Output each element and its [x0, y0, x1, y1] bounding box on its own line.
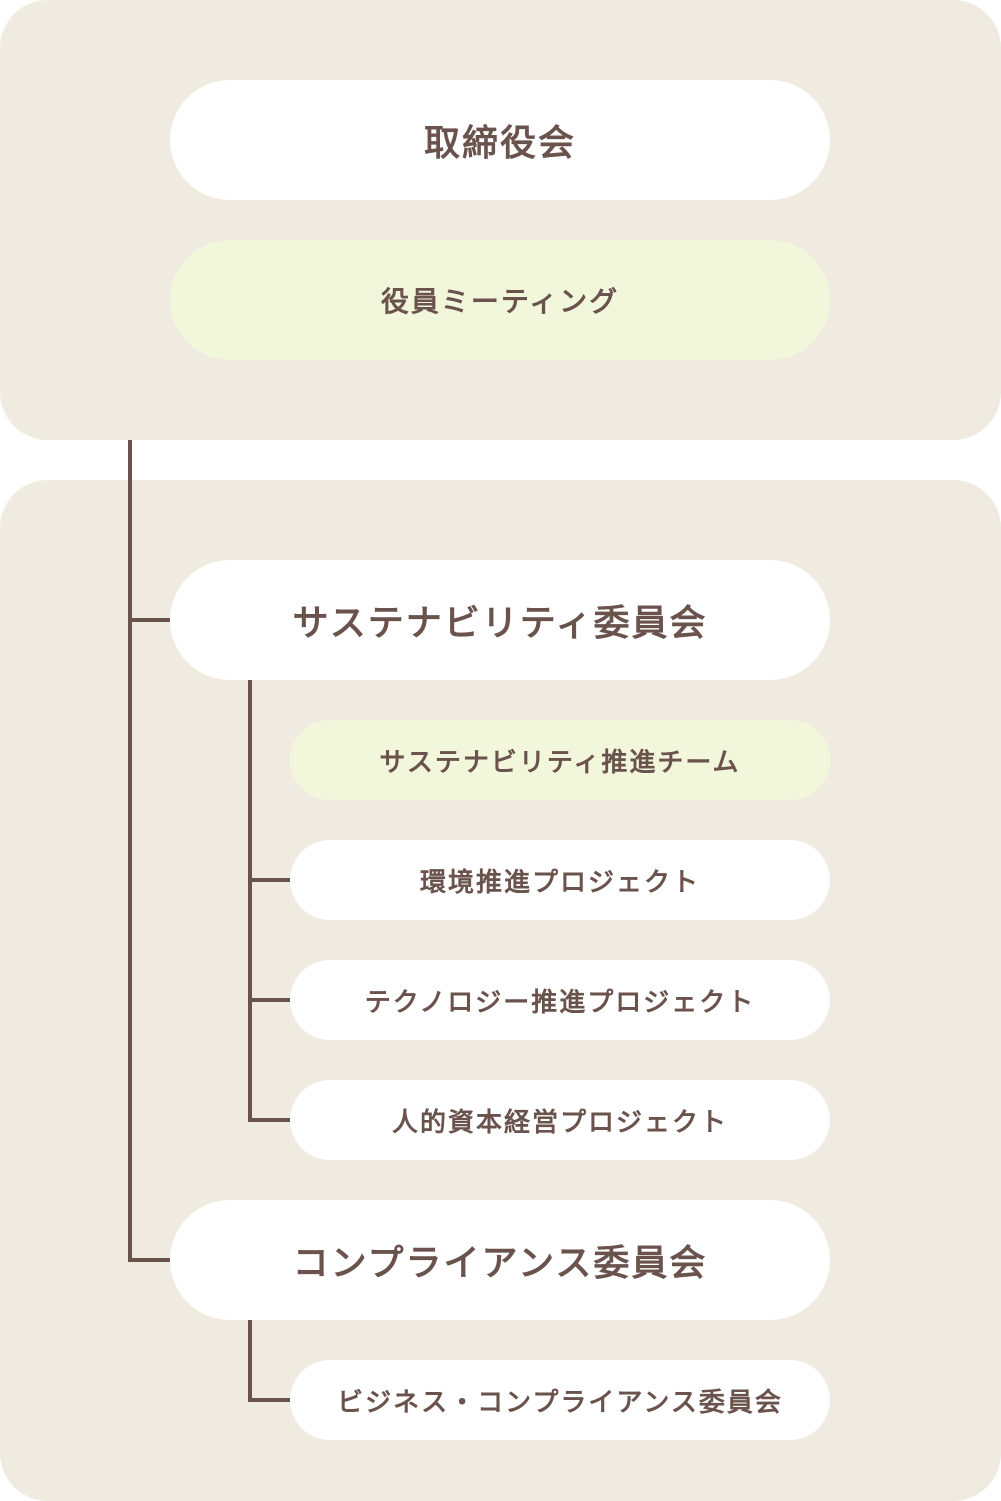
- sustainability-committee-node: サステナビリティ委員会: [170, 560, 830, 680]
- board-of-directors-node: 取締役会: [170, 80, 830, 200]
- compliance-committee-node: コンプライアンス委員会: [170, 1200, 830, 1320]
- business-compliance-committee-node: ビジネス・コンプライアンス委員会: [290, 1360, 830, 1440]
- human-capital-project-node: 人的資本経営プロジェクト: [290, 1080, 830, 1160]
- technology-project-node: テクノロジー推進プロジェクト: [290, 960, 830, 1040]
- environment-project-node: 環境推進プロジェクト: [290, 840, 830, 920]
- officers-meeting-node: 役員ミーティング: [170, 240, 830, 360]
- sustainability-team-node: サステナビリティ推進チーム: [290, 720, 830, 800]
- top-panel: [0, 0, 1001, 440]
